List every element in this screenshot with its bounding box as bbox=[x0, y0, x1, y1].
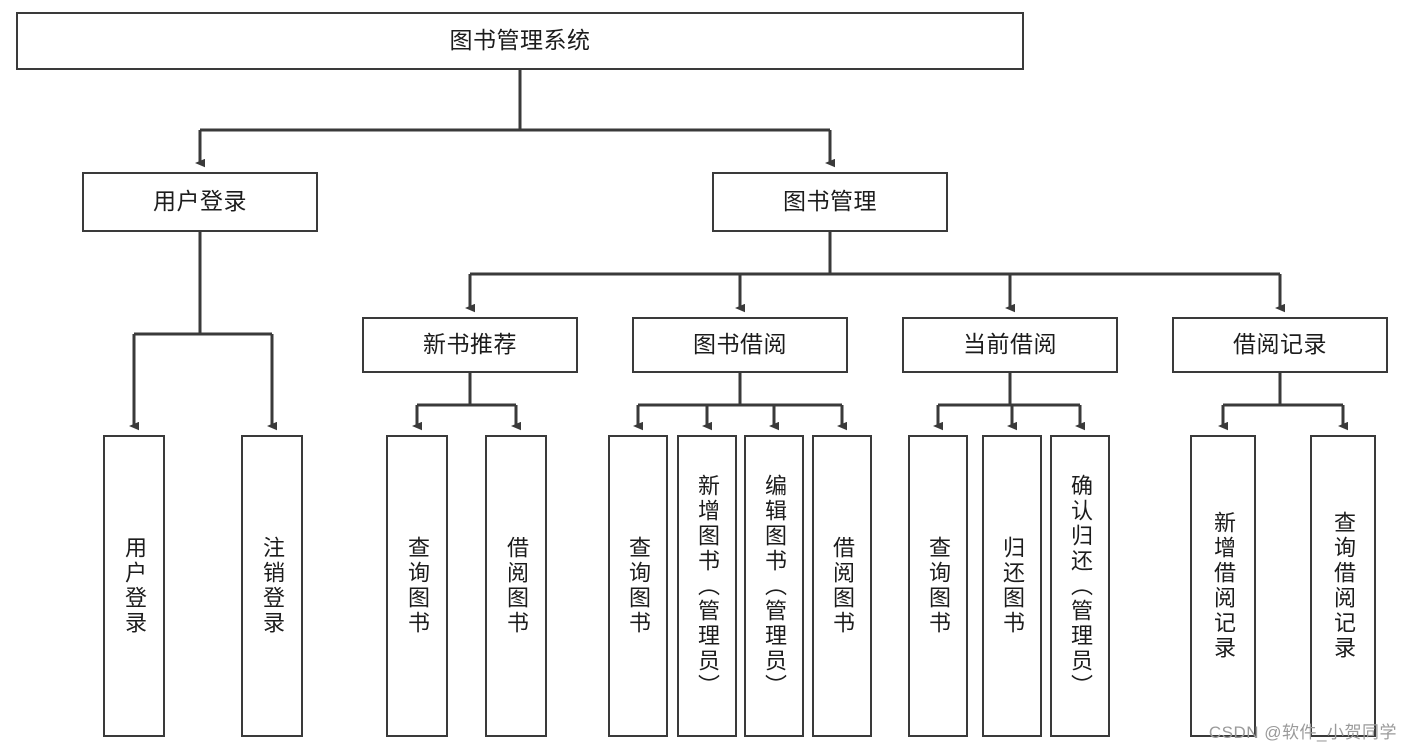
node-leaf-borrow-book-label: 借阅图书 bbox=[830, 536, 855, 636]
node-leaf-confirm-return-admin-label: 确认归还（管理员） bbox=[1068, 473, 1093, 699]
node-leaf-add-borrow-record-label: 新增借阅记录 bbox=[1211, 511, 1236, 661]
node-book-management[interactable]: 图书管理 bbox=[712, 172, 948, 232]
node-leaf-query-borrow-record-label: 查询借阅记录 bbox=[1331, 511, 1356, 661]
node-leaf-query-book-borrow[interactable]: 查询图书 bbox=[608, 435, 668, 737]
node-leaf-return-book-label: 归还图书 bbox=[1000, 536, 1025, 636]
node-book-borrow[interactable]: 图书借阅 bbox=[632, 317, 848, 373]
node-leaf-query-book-recommend-label: 查询图书 bbox=[405, 536, 430, 636]
node-new-book-recommend[interactable]: 新书推荐 bbox=[362, 317, 578, 373]
node-book-borrow-label: 图书借阅 bbox=[693, 331, 787, 358]
node-user-login[interactable]: 用户登录 bbox=[82, 172, 318, 232]
node-leaf-query-book-current-label: 查询图书 bbox=[926, 536, 951, 636]
node-current-borrow-label: 当前借阅 bbox=[963, 331, 1057, 358]
node-leaf-query-book-recommend[interactable]: 查询图书 bbox=[386, 435, 448, 737]
node-leaf-logout-login[interactable]: 注销登录 bbox=[241, 435, 303, 737]
node-leaf-add-borrow-record[interactable]: 新增借阅记录 bbox=[1190, 435, 1256, 737]
node-leaf-add-book-admin[interactable]: 新增图书（管理员） bbox=[677, 435, 737, 737]
node-new-book-recommend-label: 新书推荐 bbox=[423, 331, 517, 358]
node-current-borrow[interactable]: 当前借阅 bbox=[902, 317, 1118, 373]
node-leaf-edit-book-admin[interactable]: 编辑图书（管理员） bbox=[744, 435, 804, 737]
node-root-label: 图书管理系统 bbox=[449, 27, 591, 54]
node-leaf-add-book-admin-label: 新增图书（管理员） bbox=[695, 473, 720, 699]
node-borrow-record[interactable]: 借阅记录 bbox=[1172, 317, 1388, 373]
node-user-login-label: 用户登录 bbox=[153, 188, 247, 215]
node-leaf-user-login[interactable]: 用户登录 bbox=[103, 435, 165, 737]
node-leaf-logout-login-label: 注销登录 bbox=[260, 536, 285, 636]
node-book-management-label: 图书管理 bbox=[783, 188, 877, 215]
node-leaf-confirm-return-admin[interactable]: 确认归还（管理员） bbox=[1050, 435, 1110, 737]
node-leaf-query-borrow-record[interactable]: 查询借阅记录 bbox=[1310, 435, 1376, 737]
node-leaf-edit-book-admin-label: 编辑图书（管理员） bbox=[762, 473, 787, 699]
node-leaf-query-book-borrow-label: 查询图书 bbox=[626, 536, 651, 636]
node-leaf-user-login-label: 用户登录 bbox=[122, 536, 147, 636]
node-leaf-borrow-book[interactable]: 借阅图书 bbox=[812, 435, 872, 737]
node-borrow-record-label: 借阅记录 bbox=[1233, 331, 1327, 358]
watermark-text: CSDN @软件_小贺同学 bbox=[1208, 723, 1397, 742]
node-leaf-return-book[interactable]: 归还图书 bbox=[982, 435, 1042, 737]
node-leaf-borrow-book-recommend[interactable]: 借阅图书 bbox=[485, 435, 547, 737]
node-leaf-query-book-current[interactable]: 查询图书 bbox=[908, 435, 968, 737]
node-root[interactable]: 图书管理系统 bbox=[16, 12, 1024, 70]
node-leaf-borrow-book-recommend-label: 借阅图书 bbox=[504, 536, 529, 636]
